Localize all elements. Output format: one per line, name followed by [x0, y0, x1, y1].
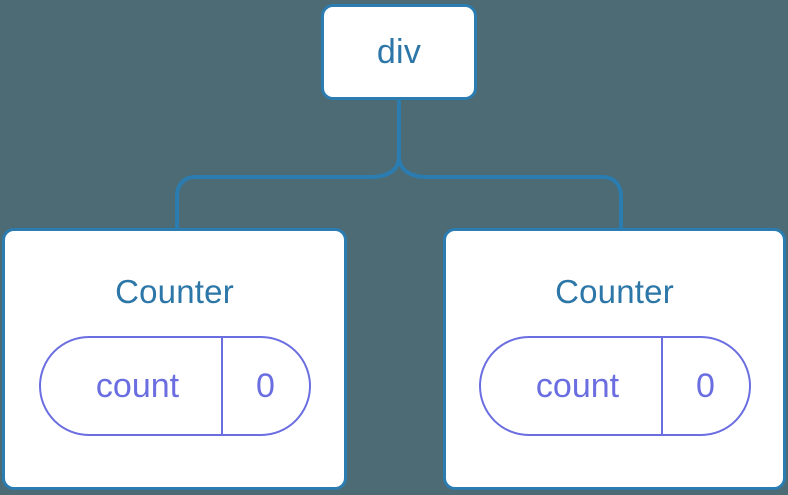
- node-counter-right[interactable]: Counter count 0: [443, 228, 786, 490]
- node-counter-left[interactable]: Counter count 0: [2, 228, 347, 490]
- counter-left-state-key: count: [95, 367, 180, 405]
- node-div[interactable]: div: [321, 4, 477, 100]
- counter-right-state-value: 0: [660, 338, 749, 434]
- connector-path-left: [175, 154, 401, 232]
- node-div-label: div: [376, 33, 422, 71]
- connector-path-right: [397, 98, 623, 232]
- counter-left-state-value: 0: [220, 338, 309, 434]
- counter-right-state-key: count: [535, 367, 620, 405]
- counter-right-title: Counter: [555, 273, 674, 310]
- counter-left-state-pill[interactable]: count 0: [38, 336, 311, 436]
- counter-right-state-pill[interactable]: count 0: [478, 336, 751, 436]
- counter-left-title: Counter: [115, 273, 234, 310]
